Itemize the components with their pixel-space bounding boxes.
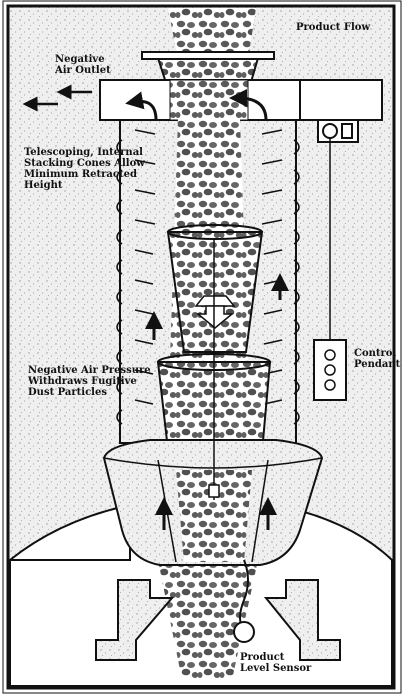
negative-air-outlet-label: Negative Air Outlet — [55, 54, 111, 76]
upper-cone — [168, 232, 262, 352]
control-pendant-label: Control Pendant — [354, 348, 400, 370]
negative-air-pressure-label: Negative Air Pressure Withdraws Fugitive… — [28, 365, 151, 398]
product-level-sensor-label: Product Level Sensor — [240, 652, 311, 674]
pulley-icon — [318, 120, 358, 142]
inlet-flange — [142, 52, 274, 59]
control-pendant — [314, 340, 346, 400]
sensor-ball-icon — [234, 622, 254, 642]
product-flow-label: Product Flow — [296, 22, 370, 33]
telescoping-cones-label: Telescoping, Internal Stacking Cones All… — [24, 147, 145, 191]
